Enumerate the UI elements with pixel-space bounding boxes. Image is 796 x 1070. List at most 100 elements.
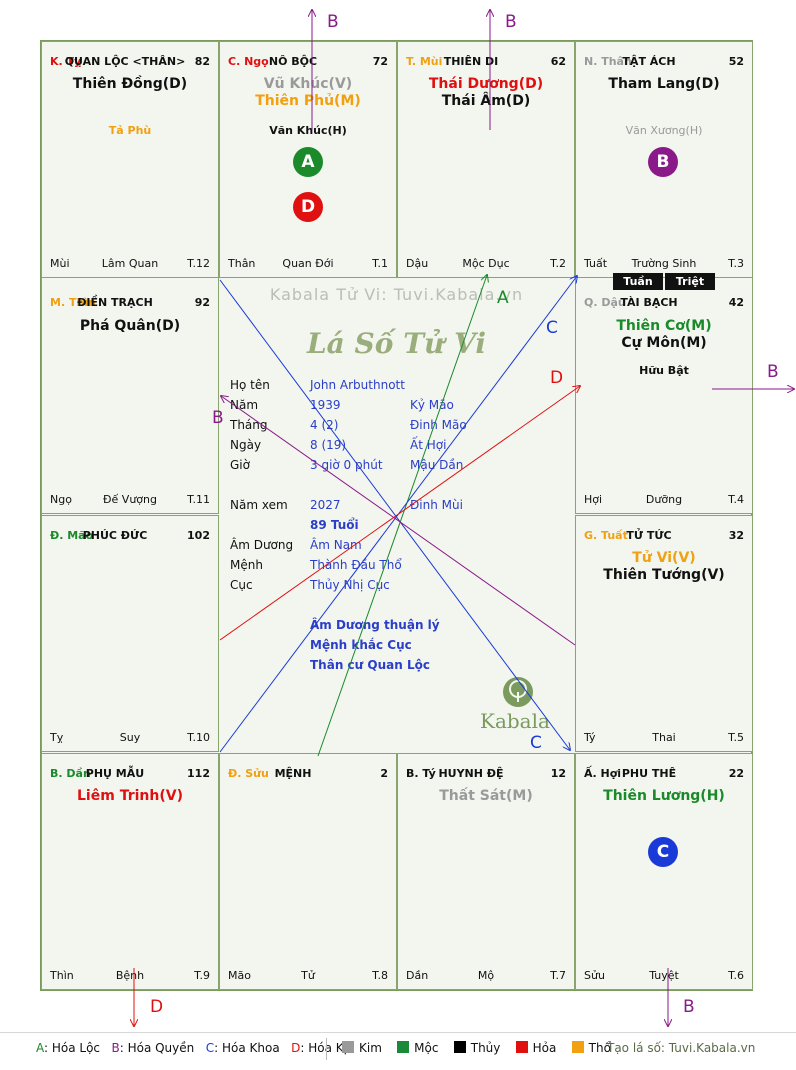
element-swatch [342,1041,354,1053]
palace-number: 52 [728,55,744,68]
palace-period: T.9 [194,969,210,982]
palace-can: M. Thìn [50,296,96,309]
legend-text: Hóa Quyền [127,1041,195,1055]
palace-can: B. Tý [406,767,436,780]
palace-can: Q. Dậu [584,296,626,309]
info-label: Giờ [230,458,250,472]
palace-menh: Đ. Sửu MỆNH 2 Mão Tử T.8 [219,753,397,990]
palace-name: PHỤ MẪU [85,767,145,780]
arrow-label-b: B [683,997,695,1017]
hoa-quyen-line [221,396,576,646]
arrow-label-b: B [505,12,517,32]
palace-can: N. Thân [584,55,632,68]
palace-phase: Quan Đới [282,257,334,270]
palace-number: 32 [728,529,744,542]
palace-period: T.2 [550,257,566,270]
note-line: Mệnh khắc Cục [310,638,412,652]
info-value-canchi: Ất Hợi [410,438,447,452]
info-value: Âm Nam [310,538,362,552]
palace-name: TỬ TỨC [626,529,672,542]
kabala-logo-text: Kabala [480,709,550,733]
legend-separator [326,1038,327,1060]
palace-branch: Hợi [584,493,603,506]
palace-period: T.1 [372,257,388,270]
info-age: 89 Tuổi [310,518,359,532]
palace-number: 112 [187,767,210,780]
kabala-tree-logo-icon [503,677,533,707]
palace-branch: Mão [228,969,251,982]
palace-branch: Ngọ [50,493,72,506]
legend-key: A [36,1041,44,1055]
palace-number: 82 [194,55,210,68]
palace-phase: Đế Vượng [103,493,157,506]
element-name: Thổ [588,1041,611,1055]
tuan-badge: Tuần [613,273,663,290]
main-star: Thiên Phủ(M) [255,93,361,109]
palace-number: 92 [194,296,210,309]
main-star: Cự Môn(M) [621,335,707,351]
minor-star: Văn Khúc(H) [269,124,347,137]
info-value: John Arbuthnott [310,378,405,392]
palace-quan-loc: K. Tỵ QUAN LỘC <THÂN> 82 Thiên Đồng(D) T… [41,41,219,278]
legend-divider [0,1032,796,1033]
hoa-ki-badge: D [293,192,323,222]
palace-period: T.10 [187,731,210,744]
main-star: Thiên Lương(H) [603,788,725,804]
legend-key: B [111,1041,120,1055]
info-value: 8 (19) [310,438,347,452]
palace-branch: Sửu [584,969,605,982]
palace-number: 12 [550,767,566,780]
palace-tai-bach: Q. Dậu TÀI BẠCH 42 Thiên Cơ(M) Cự Môn(M)… [575,277,753,514]
palace-phu-the: Ấ. Hợi PHU THÊ 22 Thiên Lương(H) C Sửu T… [575,753,753,990]
chart-title: Lá Số Tử Vi [306,327,487,360]
element-swatch [515,1041,528,1053]
hoa-khoa-line [219,279,570,750]
hoa-khoa-badge: C [648,837,678,867]
palace-number: 72 [372,55,388,68]
arrow-label-b: B [327,12,339,32]
palace-number: 2 [380,767,388,780]
palace-period: T.8 [372,969,388,982]
minor-star: Tả Phù [108,124,152,137]
palace-number: 102 [187,529,210,542]
palace-dien-trach: M. Thìn ĐIỀN TRẠCH 92 Phá Quân(D) Ngọ Đế… [41,277,219,514]
palace-name: NÔ BỘC [268,55,318,68]
palace-can: K. Tỵ [50,55,82,68]
note-line: Thân cư Quan Lộc [310,658,430,672]
info-label: Ngày [230,438,262,452]
main-star: Thiên Cơ(M) [616,318,712,334]
info-value-canchi: Đinh Mùi [410,498,463,512]
element-name: Thủy [470,1041,501,1055]
legend-text: Hóa Lộc [51,1041,101,1055]
legend-key: D [291,1041,301,1055]
palace-can: G. Tuất [584,529,628,542]
hoa-quyen-badge: B [648,147,678,177]
palace-phase: Tử [301,969,315,982]
info-value: Thành Đầu Thổ [310,558,402,572]
info-label: Cục [230,578,253,592]
palace-tat-ach: N. Thân TẬT ÁCH 52 Tham Lang(D) Văn Xươn… [575,41,753,278]
palace-can: C. Ngọ [228,55,269,68]
palace-phase: Suy [119,731,141,744]
center-info-panel: Kabala Tử Vi: Tuvi.Kabala.vn Lá Số Tử Vi… [218,277,575,752]
palace-huynh-de: B. Tý HUYNH ĐỆ 12 Thất Sát(M) Dần Mộ T.7 [397,753,575,990]
element-name: Mộc [414,1041,439,1055]
arrow-label-a: A [497,288,509,308]
main-star: Tham Lang(D) [608,76,720,92]
palace-phase: Dưỡng [645,493,683,506]
info-label: Âm Dương [230,538,294,552]
palace-phase: Trường Sinh [631,257,697,270]
palace-period: T.4 [728,493,744,506]
element-name: Kim [359,1041,382,1055]
palace-name: TÀI BẠCH [620,296,678,309]
arrow-label-b: B [212,408,224,428]
arrow-label-c: C [546,318,558,338]
palace-phu-mau: B. Dần PHỤ MẪU 112 Liêm Trinh(V) Thìn Bệ… [41,753,219,990]
info-label: Họ tên [230,378,270,392]
arrow-label-b: B [767,362,779,382]
palace-number: 22 [728,767,744,780]
palace-period: T.7 [550,969,566,982]
element-swatch [453,1041,466,1053]
main-star: Liêm Trinh(V) [77,788,183,804]
minor-star: Văn Xương(H) [625,124,703,137]
